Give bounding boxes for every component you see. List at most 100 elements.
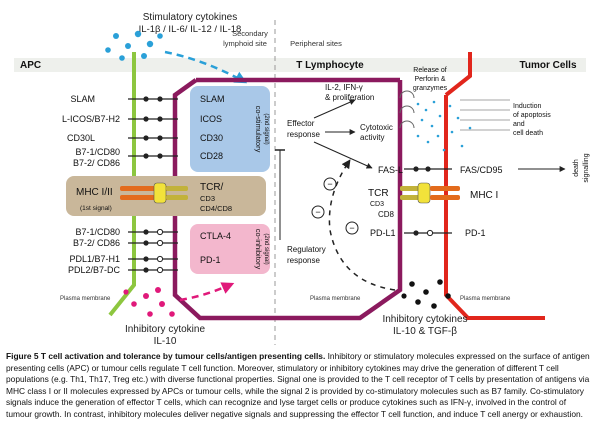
tumor-membrane xyxy=(444,95,545,320)
apc-slam-label: SLAM xyxy=(70,94,95,104)
tumor-cytokine-arrow xyxy=(328,159,396,291)
il2-label-1: IL-2, IFN-γ xyxy=(325,83,363,92)
t-cd28-label: CD28 xyxy=(200,151,223,161)
induction-label-1: Induction xyxy=(513,103,542,110)
release-label-3: granzymes xyxy=(413,85,448,92)
minus-sign-2: − xyxy=(315,207,320,217)
figure-caption: Figure 5 T cell activation and tolerance… xyxy=(6,351,594,421)
cytotoxic-label-2: activity xyxy=(360,133,384,142)
inhibitory-cytokine-title: Inhibitory cytokine xyxy=(125,324,205,335)
tumor-cytokine-dots xyxy=(401,279,451,309)
t-tcr-label: TCR/ xyxy=(200,182,224,193)
inhibitory-cytokine-arrow xyxy=(179,282,235,302)
tumor-inhibitory-list: IL-10 & TGF-β xyxy=(393,326,457,337)
apc-cd30l-label: CD30L xyxy=(67,133,95,143)
induction-label-2: of apoptosis xyxy=(513,112,551,119)
death-label: death xyxy=(573,159,580,177)
header-band xyxy=(14,58,586,72)
t-fasl-label: FAS-L xyxy=(378,165,403,175)
apc-pdl2-label: PDL2/B7-DC xyxy=(68,265,121,275)
stimulatory-cytokines-title: Stimulatory cytokines xyxy=(143,12,237,23)
signalling-label: signalling xyxy=(583,153,590,182)
figure-title: T cell activation and tolerance by tumou… xyxy=(40,351,326,361)
effector-response-label-2: response xyxy=(287,130,320,139)
stimulatory-cytokines-list: IL-1β / IL-6/ IL-12 / IL-18 xyxy=(139,24,242,35)
right-antigen-peptide xyxy=(417,182,431,204)
tumor-inhibitory-title: Inhibitory cytokines xyxy=(382,314,467,325)
tumor-membrane-top xyxy=(444,52,472,97)
t-slam-label: SLAM xyxy=(200,94,225,104)
tumor-pd1-label: PD-1 xyxy=(465,228,486,238)
secondary-site-label-2: lymphoid site xyxy=(223,39,267,48)
release-label-1: Release of xyxy=(413,67,447,74)
tcr-bar-2 xyxy=(166,195,188,200)
co-inhibitory-box xyxy=(190,224,270,274)
t-cd4-cd8-label: CD4/CD8 xyxy=(200,204,232,213)
t-cd3-label: CD3 xyxy=(200,194,215,203)
apc-b72-inh-label: B7-2/ CD86 xyxy=(73,238,120,248)
effector-response-label-1: Effector xyxy=(287,119,315,128)
cytotoxic-label-1: Cytotoxic xyxy=(360,123,393,132)
t-right-tcr-label: TCR xyxy=(368,188,389,199)
t-cell-membrane-right xyxy=(255,80,403,321)
t-icos-label: ICOS xyxy=(200,114,222,124)
perforin-lines xyxy=(460,99,510,131)
regulatory-response-label-2: response xyxy=(287,256,320,265)
right-mhc-bar-1 xyxy=(430,186,460,191)
apc-b71-label: B7-1/CD80 xyxy=(75,147,120,157)
minus-badges xyxy=(311,177,359,235)
first-signal-label: (1st signal) xyxy=(80,205,112,212)
apc-mhc-label: MHC I/II xyxy=(76,187,113,198)
receptor-ligand-stalks xyxy=(128,98,178,271)
right-mhc-bar-2 xyxy=(430,195,460,200)
tumor-cells-label: Tumor Cells xyxy=(519,60,576,71)
antigen-peptide xyxy=(153,182,167,204)
t-pdl1-label: PD-L1 xyxy=(370,228,396,238)
release-label-2: Perforin & xyxy=(414,76,445,83)
t-ctla4-label: CTLA-4 xyxy=(200,231,231,241)
right-tcr-bar-2 xyxy=(400,195,420,200)
t-right-cd8-label: CD8 xyxy=(378,210,395,219)
receptor-heads xyxy=(143,96,163,273)
perforin-dots xyxy=(416,100,472,152)
right-tcr-bar-1 xyxy=(400,186,420,191)
t-lymphocyte-label: T Lymphocyte xyxy=(296,60,364,71)
figure-label: Figure 5 xyxy=(6,351,39,361)
secondary-site-label-1: Secondary xyxy=(232,29,268,38)
minus-sign-1: − xyxy=(327,179,332,189)
peripheral-site-label: Peripheral sites xyxy=(290,39,342,48)
co-stimulatory-box xyxy=(190,86,270,172)
apc-licos-label: L-ICOS/B7-H2 xyxy=(62,114,120,124)
arrow-to-fasl xyxy=(313,141,373,169)
right-receptor-heads xyxy=(413,166,431,236)
apc-membrane xyxy=(108,52,136,317)
t-right-cd3-label: CD3 xyxy=(370,201,384,208)
minus-sign-3: − xyxy=(349,223,354,233)
stimulatory-cytokine-dots xyxy=(105,30,163,61)
t-cell-membrane-left xyxy=(172,78,255,321)
inhibitory-cytokine-dots xyxy=(123,287,175,317)
diagram: Stimulatory cytokines IL-1β / IL-6/ IL-1… xyxy=(14,12,590,347)
co-stimulatory-label: co-stimulatory xyxy=(254,106,263,153)
tcr-bar-1 xyxy=(166,186,188,191)
apc-b72-label: B7-2/ CD86 xyxy=(73,158,120,168)
apc-plasma-membrane-label: Plasma membrane xyxy=(60,296,111,302)
right-inhibitory-head xyxy=(426,229,434,237)
apc-pdl1-label: PDL1/B7-H1 xyxy=(69,254,120,264)
arrow-to-il2 xyxy=(313,99,356,119)
figure-caption-body: Inhibitory or stimulatory molecules expr… xyxy=(6,351,590,419)
il2-label-2: & proliferation xyxy=(325,93,374,102)
t-plasma-membrane-label: Plasma membrane xyxy=(310,296,361,302)
inhibitory-receptor-heads xyxy=(156,228,164,274)
co-stimulatory-signal-label: (2nd signal) xyxy=(263,113,269,144)
apc-label: APC xyxy=(20,60,41,71)
co-inhibitory-label: co-inhibitory xyxy=(254,229,263,270)
tumor-fas-cd95-label: FAS/CD95 xyxy=(460,165,503,175)
induction-label-4: cell death xyxy=(513,130,543,137)
tumor-mhc1-label: MHC I xyxy=(470,190,498,201)
regulatory-response-label-1: Regulatory xyxy=(287,245,326,254)
tumor-plasma-membrane-label: Plasma membrane xyxy=(460,296,511,302)
t-pd1-label: PD-1 xyxy=(200,255,221,265)
t-cd30-label: CD30 xyxy=(200,133,223,143)
